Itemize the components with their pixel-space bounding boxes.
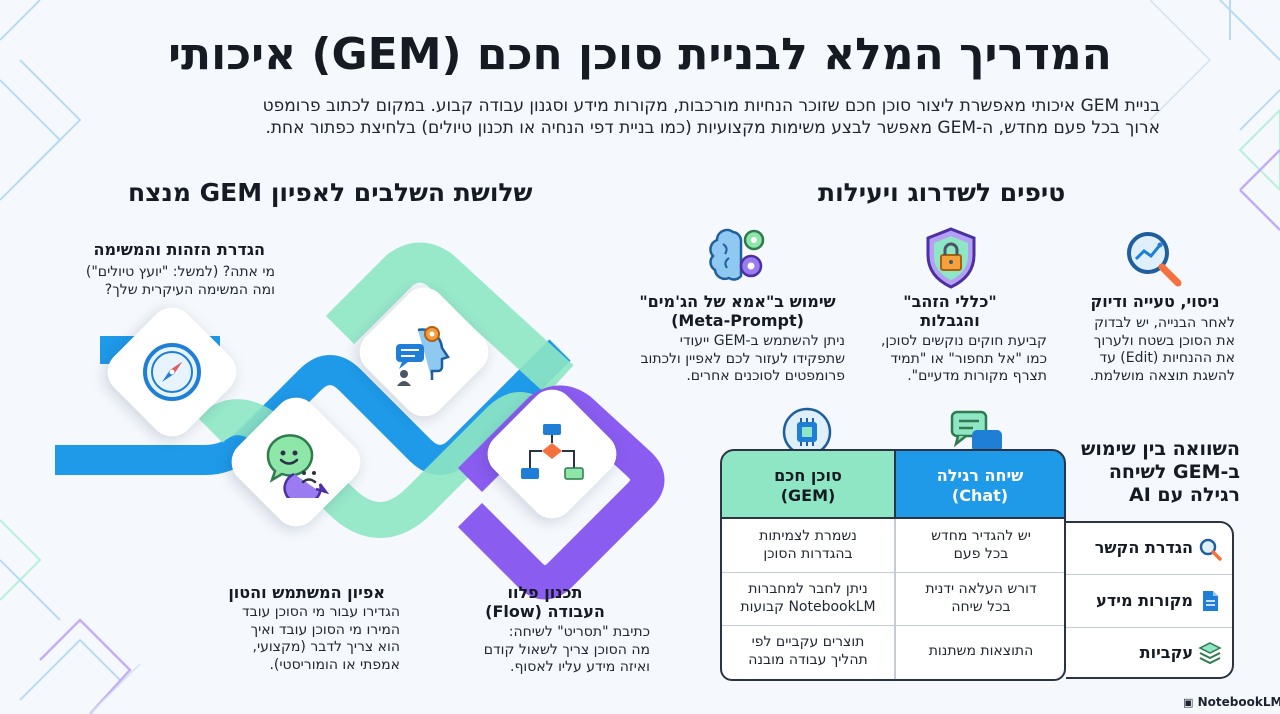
tip-golden-rules-title: "כללי הזהב" והגבלות [903, 292, 997, 331]
search-icon [1199, 538, 1222, 561]
intro-paragraph: בניית GEM איכותי מאפשרת ליצור סוכן חכם ש… [120, 95, 1160, 139]
table-cell-gem-consistency: תוצרים עקביים לפי תהליך עבודה מובנה [748, 634, 868, 668]
brand-logo: ▣ NotebookLM [1183, 695, 1280, 709]
tip-testing-title: ניסוי, טעייה ודיוק [1090, 292, 1220, 311]
document-icon [1203, 591, 1218, 611]
step-user-tone-text: הגדירו עבור מי הסוכן עובד המירו מי הסוכן… [242, 604, 400, 673]
layers-icon [1198, 642, 1222, 665]
chat-faces-icon [266, 434, 330, 498]
tip-meta-prompt-title: שימוש ב"אמא של הג'מים" (Meta-Prompt) [639, 292, 836, 331]
tips-section-title: טיפים לשדרוג ויעילות [818, 178, 1066, 207]
brand-name: NotebookLM [1197, 695, 1280, 709]
table-cell-gem-context: נשמרת לצמיתות בהגדרות הסוכן [759, 528, 857, 562]
tip-testing-text: לאחר הבנייה, יש לבדוק את הסוכן בשטח ולער… [1089, 315, 1235, 384]
table-cell-gem-sources: ניתן לחבר למחברות NotebookLM קבועות [740, 581, 876, 615]
column-header-regular: שיחה רגילה (Chat) [894, 449, 1066, 519]
row-label-context: הגדרת הקשר [1094, 538, 1193, 557]
table-cell-regular-sources: דורש העלאה ידנית בכל שיחה [925, 581, 1037, 615]
row-label-sources: מקורות מידע [1096, 591, 1193, 610]
step-identity-text: מי אתה? (למשל: "יועץ טיולים") ומה המשימה… [85, 264, 275, 298]
steps-section-title: שלושת השלבים לאפיון GEM מנצח [128, 178, 533, 207]
magnifier-chart-icon [1127, 232, 1182, 287]
brain-gears-icon [709, 228, 765, 281]
comparison-heading: השוואה בין שימוש ב-GEM לשיחה רגילה עם AI [1080, 438, 1240, 506]
step-identity-title: הגדרת הזהות והמשימה [93, 240, 265, 259]
column-header-gem: סוכן חכם (GEM) [720, 449, 896, 519]
step-flow-title: תכנון פלוו העבודה (Flow) [485, 583, 605, 622]
page-title: המדריך המלא לבניית סוכן חכם (GEM) איכותי [168, 29, 1112, 80]
row-label-consistency: עקביות [1139, 643, 1193, 662]
shield-lock-icon [926, 227, 976, 289]
tip-meta-prompt-text: ניתן להשתמש ב-GEM ייעודי שתפקידו לעזור ל… [640, 333, 845, 384]
comparison-table: יש להגדיר מחדש בכל פעם נשמרת לצמיתות בהג… [720, 519, 1066, 681]
step-flow-text: כתיבת "תסריט" לשיחה: מה הסוכן צריך לשאול… [483, 624, 650, 675]
notebook-logo-icon: ▣ [1183, 696, 1194, 709]
step-user-tone-title: אפיון המשתמש והטון [228, 583, 385, 602]
head-gear-chat-icon [396, 326, 450, 386]
table-cell-regular-consistency: התוצאות משתנות [928, 643, 1034, 659]
intro-line: ארוך בכל פעם מחדש, ה-GEM מאפשר לבצע משימ… [265, 118, 1160, 139]
table-cell-regular-context: יש להגדיר מחדש בכל פעם [931, 528, 1031, 562]
intro-line: בניית GEM איכותי מאפשרת ליצור סוכן חכם ש… [262, 96, 1160, 116]
compass-icon [143, 343, 201, 401]
tip-golden-rules-text: קביעת חוקים נוקשים לסוכן, כמו "אל תחפור"… [880, 333, 1047, 384]
flowchart-icon [521, 424, 584, 480]
